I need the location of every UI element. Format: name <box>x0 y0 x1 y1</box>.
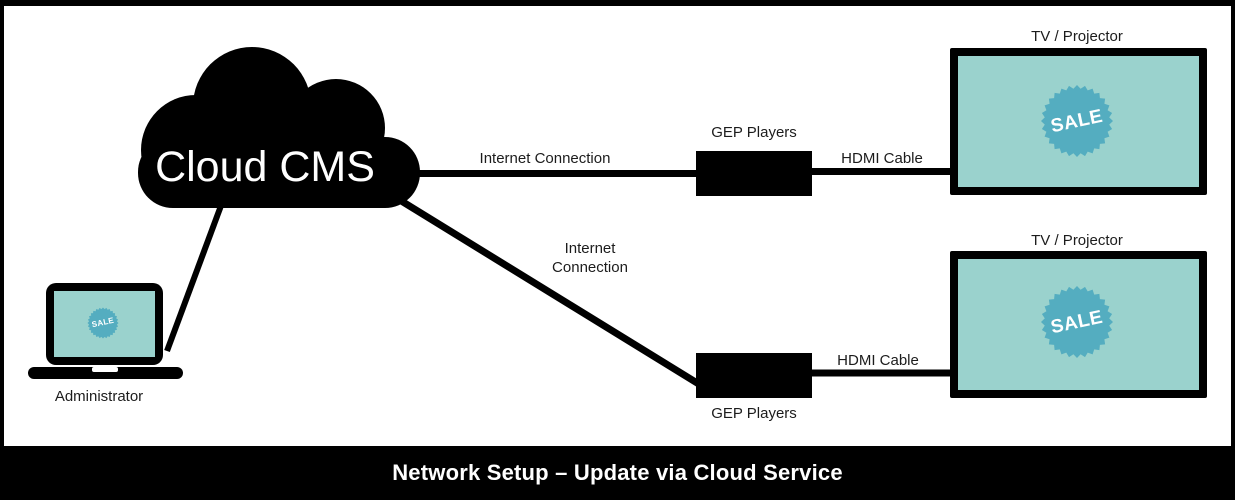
internet-connection-label-top: Internet Connection <box>479 150 611 167</box>
laptop-base-notch <box>92 367 118 372</box>
tv-icon-top <box>950 48 1207 195</box>
gep-player-box-bottom <box>696 353 812 398</box>
sale-badge-laptop-icon <box>87 307 119 339</box>
cloud-cms-label: Cloud CMS <box>155 143 375 191</box>
hdmi-cable-label-top: HDMI Cable <box>841 150 923 167</box>
tv-projector-label-bottom: TV / Projector <box>1031 232 1123 249</box>
cloud-icon <box>138 47 420 208</box>
hdmi-cable-label-bottom: HDMI Cable <box>837 352 919 369</box>
cloud-to-admin-line <box>164 201 225 353</box>
laptop-icon <box>28 283 183 379</box>
sale-badge-bottom-icon <box>1041 286 1113 358</box>
administrator-label: Administrator <box>54 388 144 405</box>
gep-players-label-top: GEP Players <box>711 124 797 141</box>
gep-player-box-top <box>696 151 812 196</box>
tv-icon-bottom <box>950 251 1207 398</box>
laptop-base <box>28 367 183 379</box>
internet-connection-line2: Connection <box>552 259 628 276</box>
gep-players-label-bottom: GEP Players <box>711 405 797 422</box>
footer-bar: Network Setup – Update via Cloud Service <box>0 446 1235 500</box>
tv-projector-label-top: TV / Projector <box>1031 28 1123 45</box>
sale-badge-top-icon <box>1041 85 1113 157</box>
internet-connection-line1: Internet <box>564 240 616 257</box>
internet-connection-line-bottom <box>388 191 704 389</box>
internet-connection-label-bottom: Internet Connection <box>500 239 680 277</box>
footer-title: Network Setup – Update via Cloud Service <box>392 460 843 485</box>
connection-lines <box>164 168 954 389</box>
